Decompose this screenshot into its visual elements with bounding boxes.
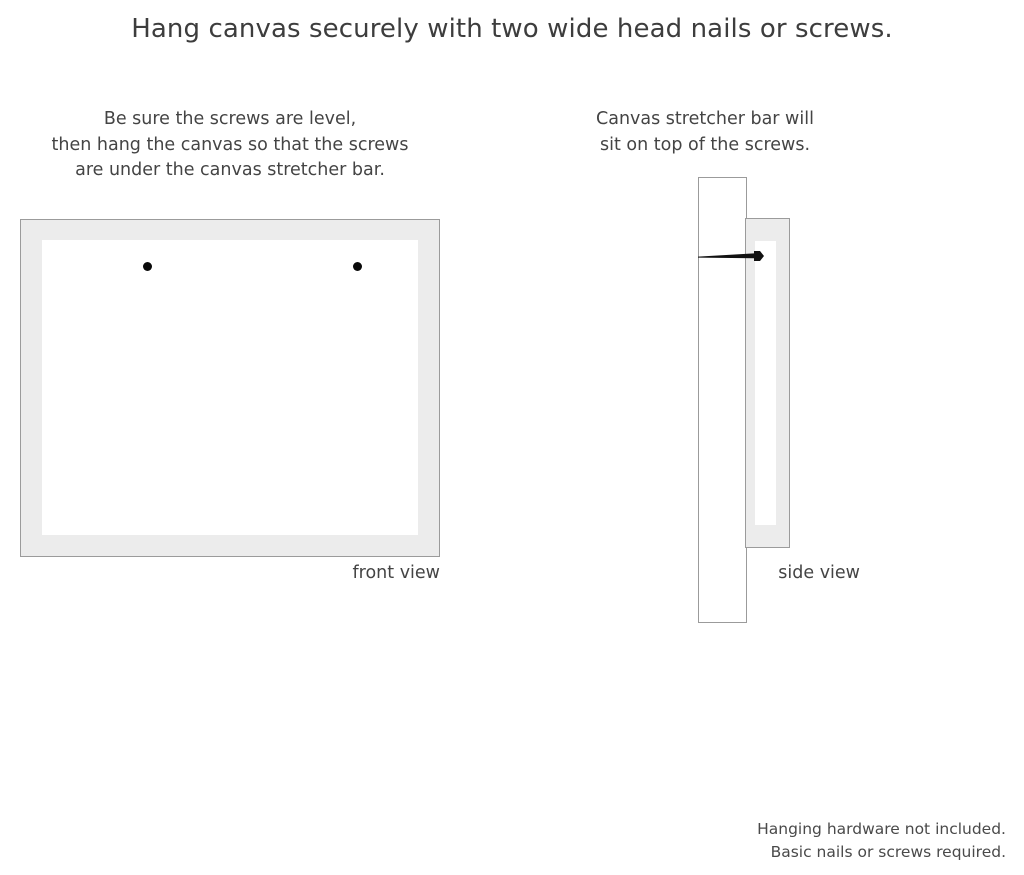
screw-side-profile-icon — [698, 251, 764, 261]
footer-note: Hanging hardware not included. Basic nai… — [586, 818, 1006, 864]
front-view-caption: Be sure the screws are level, then hang … — [20, 107, 440, 184]
wall-slab — [698, 177, 747, 623]
side-view-caption-line-1: Canvas stretcher bar will — [596, 109, 814, 129]
front-view-caption-line-3: are under the canvas stretcher bar. — [75, 160, 385, 180]
front-view-caption-line-1: Be sure the screws are level, — [103, 109, 357, 129]
screw-head-right-icon — [352, 261, 362, 271]
side-view-caption-line-2: sit on top of the screws. — [599, 134, 811, 155]
front-view-caption-line-2: then hang the canvas so that the screws — [51, 134, 409, 155]
front-view-illustration — [20, 219, 440, 557]
footer-note-line-1: Hanging hardware not included. — [757, 820, 1006, 838]
screw-head-left-icon — [142, 261, 152, 271]
canvas-stretcher-bar — [745, 218, 790, 548]
canvas-face-front — [42, 240, 418, 535]
side-view-label: side view — [778, 563, 860, 583]
canvas-face-side — [755, 241, 776, 525]
front-view-label: front view — [352, 563, 441, 583]
side-view-caption: Canvas stretcher bar will sit on top of … — [560, 107, 850, 158]
footer-note-line-2: Basic nails or screws required. — [770, 843, 1006, 861]
side-view-illustration — [690, 170, 870, 640]
page-title: Hang canvas securely with two wide head … — [131, 14, 893, 44]
